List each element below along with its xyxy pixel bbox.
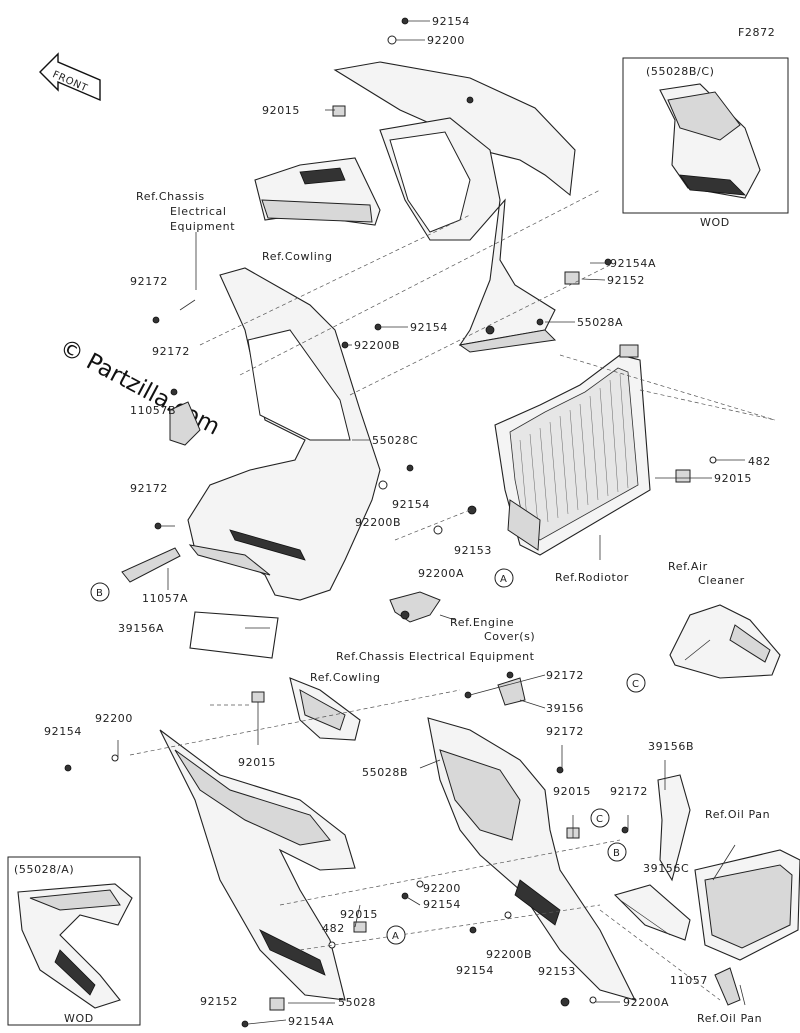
middle-side-cowl-55028c bbox=[187, 267, 381, 601]
pad-39156a bbox=[189, 611, 279, 659]
part-number: 92153 bbox=[538, 965, 576, 978]
svg-text:A: A bbox=[500, 574, 507, 585]
part-number: 55028 bbox=[338, 996, 376, 1009]
part-number: 92015 bbox=[262, 104, 300, 117]
lower-side-cowl-55028 bbox=[159, 729, 356, 1001]
part-number: 92200 bbox=[423, 882, 461, 895]
callout-a-upper: A bbox=[494, 568, 514, 588]
part-number: 39156B bbox=[648, 740, 694, 753]
part-number: 92154A bbox=[610, 257, 656, 270]
upper-cowling-ref-part bbox=[254, 157, 381, 226]
lower-cowling-ref-part bbox=[289, 677, 361, 741]
part-number: 92172 bbox=[546, 725, 584, 738]
callout-c-lower: C bbox=[590, 808, 610, 828]
part-number: 92200A bbox=[418, 567, 464, 580]
part-number: 92015 bbox=[238, 756, 276, 769]
partzilla-watermark: © Partzilla.com bbox=[55, 334, 224, 440]
part-number: 92154 bbox=[410, 321, 448, 334]
ref-radiator-label: Ref.Rodiotor bbox=[555, 571, 629, 584]
part-number: 92200B bbox=[354, 339, 400, 352]
part-number: 92172 bbox=[610, 785, 648, 798]
part-number: 92200B bbox=[355, 516, 401, 529]
part-number: 55028C bbox=[372, 434, 418, 447]
part-number: 92153 bbox=[454, 544, 492, 557]
pad-39156b bbox=[657, 774, 691, 882]
callout-b-lower: B bbox=[607, 842, 627, 862]
part-number-labels: 92154 92200 92015 92154A 92152 55028A 92… bbox=[44, 15, 771, 1028]
inset-market-label: WOD bbox=[700, 216, 730, 229]
part-number: 92154 bbox=[432, 15, 470, 28]
callout-a-lower: A bbox=[386, 925, 406, 945]
part-number: 11057 bbox=[670, 974, 708, 987]
part-number: 92015 bbox=[340, 908, 378, 921]
front-direction-arrow: FRONT bbox=[39, 52, 101, 102]
part-number: 92154 bbox=[456, 964, 494, 977]
svg-text:B: B bbox=[613, 848, 620, 859]
part-number: 92152 bbox=[607, 274, 645, 287]
part-number: 92154 bbox=[392, 498, 430, 511]
inset-variant-label: (55028B/C) bbox=[646, 65, 715, 78]
part-number: 92154 bbox=[44, 725, 82, 738]
part-number: 92200 bbox=[427, 34, 465, 47]
air-cleaner-ref-part bbox=[669, 604, 781, 679]
pad-39156 bbox=[497, 677, 526, 706]
part-number: 92200 bbox=[95, 712, 133, 725]
part-number: 482 bbox=[322, 922, 345, 935]
callout-b-upper: B bbox=[90, 582, 110, 602]
bracket-11057b bbox=[169, 401, 201, 446]
part-number: 92015 bbox=[553, 785, 591, 798]
ref-oil-pan-lower-label: Ref.Oil Pan bbox=[697, 1012, 762, 1025]
inset-variant-label: (55028/A) bbox=[14, 863, 74, 876]
part-number: 92200A bbox=[623, 996, 669, 1009]
inset-55028bc: (55028B/C) WOD bbox=[622, 57, 789, 229]
svg-text:B: B bbox=[96, 588, 103, 599]
part-number: 92154 bbox=[423, 898, 461, 911]
part-number: 11057B bbox=[130, 404, 176, 417]
figure-id: F2872 bbox=[738, 26, 775, 39]
svg-text:C: C bbox=[632, 679, 640, 690]
guide-lines bbox=[129, 189, 776, 1001]
ref-chassis-electrical-lower-label: Ref.Chassis Electrical Equipment bbox=[336, 650, 535, 663]
svg-text:A: A bbox=[392, 931, 399, 942]
part-number: 92152 bbox=[200, 995, 238, 1008]
ref-cowling-lower-label: Ref.Cowling bbox=[310, 671, 381, 684]
part-number: 92172 bbox=[546, 669, 584, 682]
inset-market-label: WOD bbox=[64, 1012, 94, 1025]
radiator-ref-part bbox=[494, 344, 651, 556]
part-number: 39156A bbox=[118, 622, 164, 635]
part-number: 55028B bbox=[362, 766, 408, 779]
part-number: 92015 bbox=[714, 472, 752, 485]
part-number: 11057A bbox=[142, 592, 188, 605]
part-number: 92172 bbox=[152, 345, 190, 358]
part-number: 92154A bbox=[288, 1015, 334, 1028]
bracket-11057a bbox=[121, 547, 181, 583]
part-number: 92200B bbox=[486, 948, 532, 961]
callout-c-upper: C bbox=[626, 673, 646, 693]
lower-side-cowl-55028b bbox=[427, 717, 637, 1001]
ref-oil-pan-upper-label: Ref.Oil Pan bbox=[705, 808, 770, 821]
part-number: 39156C bbox=[643, 862, 689, 875]
oil-pan-ref-part bbox=[694, 849, 800, 961]
part-number: 92172 bbox=[130, 482, 168, 495]
inset-55028a: (55028/A) WOD bbox=[7, 856, 141, 1026]
leader-lines bbox=[117, 20, 746, 1025]
part-number: 482 bbox=[748, 455, 771, 468]
upper-fairing-assembly bbox=[333, 61, 576, 353]
part-number: 39156 bbox=[546, 702, 584, 715]
part-number: 55028A bbox=[577, 316, 623, 329]
part-number: 92172 bbox=[130, 275, 168, 288]
bracket-11057 bbox=[714, 967, 741, 1006]
engine-cover-ref-part bbox=[389, 591, 441, 623]
svg-text:C: C bbox=[596, 814, 604, 825]
ref-cowling-upper-label: Ref.Cowling bbox=[262, 250, 333, 263]
pad-39156c bbox=[613, 884, 691, 941]
